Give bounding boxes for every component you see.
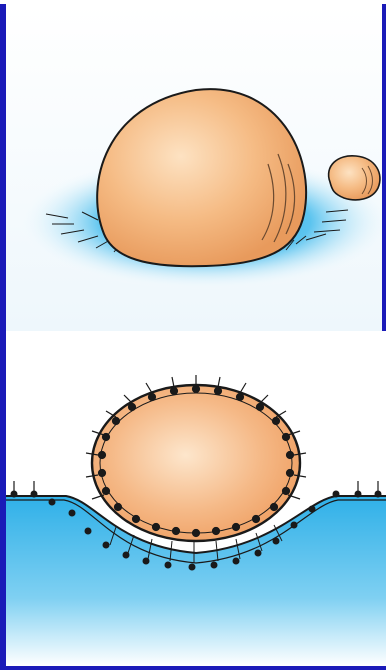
bottom-illustration-panel: [6, 331, 386, 666]
top-illustration-panel: б: [6, 4, 382, 331]
enclosed-cell: [92, 385, 300, 541]
bottom-illustration: [6, 331, 386, 666]
top-illustration: [6, 4, 382, 331]
